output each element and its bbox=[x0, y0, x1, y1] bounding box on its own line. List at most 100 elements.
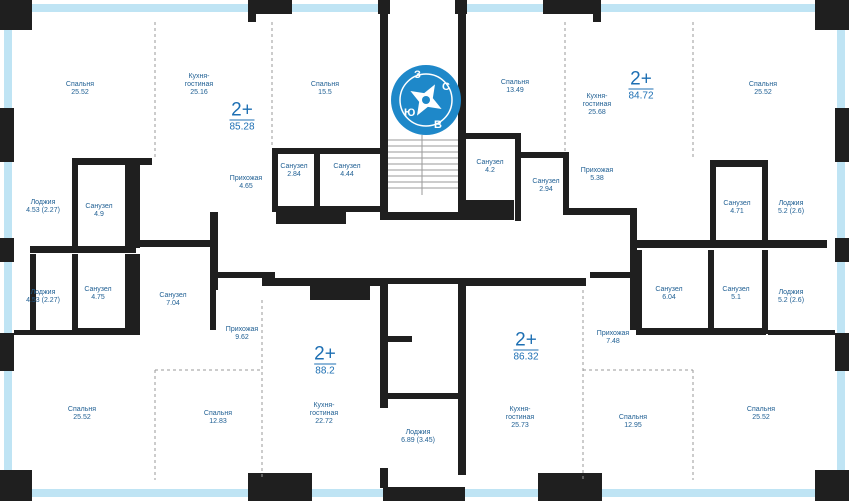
room-area: 4.53 (2.27) bbox=[26, 297, 60, 304]
room-area: 4.2 bbox=[485, 167, 495, 174]
compass-rose-icon: С Ю В З bbox=[391, 65, 461, 135]
apartment-area: 84.72 bbox=[628, 88, 654, 102]
partitions bbox=[154, 22, 694, 480]
room-name: Лоджия bbox=[30, 199, 56, 206]
room-area: 2.84 bbox=[287, 171, 301, 178]
room-name: Спальня bbox=[500, 79, 530, 86]
room-area: 25.52 bbox=[754, 89, 772, 96]
apartment-badge[interactable]: 2+ 86.32 bbox=[513, 329, 539, 364]
apartment-badge[interactable]: 2+ 88.2 bbox=[314, 345, 336, 378]
room-area: 7.48 bbox=[606, 338, 620, 345]
apartment-area: 85.28 bbox=[229, 119, 255, 133]
room-name: Прихожая bbox=[225, 326, 259, 333]
room-area: 13.49 bbox=[506, 87, 524, 94]
room-area: 25.16 bbox=[190, 89, 208, 96]
room-area: 4.9 bbox=[94, 211, 104, 218]
room-name: Спальня bbox=[748, 81, 778, 88]
room-name: Санузел bbox=[280, 163, 308, 170]
room-area: 4.65 bbox=[239, 183, 253, 190]
room-area: 5.38 bbox=[590, 175, 604, 182]
room-name: Спальня bbox=[65, 81, 95, 88]
room-area: 4.71 bbox=[730, 208, 744, 215]
compass-east: В bbox=[434, 119, 442, 131]
room-name: Спальня bbox=[203, 410, 233, 417]
room-name: Санузел bbox=[333, 163, 361, 170]
room-name: Лоджия bbox=[778, 200, 804, 207]
room-name: Кухня- гостиная bbox=[309, 402, 339, 417]
room-area: 4.53 (2.27) bbox=[26, 207, 60, 214]
room-name: Санузел bbox=[476, 159, 504, 166]
room-area: 15.5 bbox=[318, 89, 332, 96]
apartment-type: 2+ bbox=[231, 99, 253, 121]
room-name: Спальня bbox=[67, 406, 97, 413]
room-area: 7.04 bbox=[166, 300, 180, 307]
room-name: Прихожая bbox=[229, 175, 263, 182]
room-area: 25.52 bbox=[71, 89, 89, 96]
room-name: Кухня- гостиная bbox=[184, 73, 214, 88]
room-area: 9.62 bbox=[235, 334, 249, 341]
room-name: Санузел bbox=[84, 286, 112, 293]
room-area: 4.75 bbox=[91, 294, 105, 301]
room-area: 25.52 bbox=[752, 414, 770, 421]
room-name: Спальня bbox=[746, 406, 776, 413]
room-area: 25.68 bbox=[588, 109, 606, 116]
room-area: 5.1 bbox=[731, 294, 741, 301]
window-glazing bbox=[4, 4, 845, 497]
room-area: 5.2 (2.6) bbox=[777, 297, 805, 304]
apartment-badge[interactable]: 2+ 84.72 bbox=[628, 68, 654, 103]
apartment-type: 2+ bbox=[515, 329, 537, 351]
room-name: Спальня bbox=[310, 81, 340, 88]
room-area: 25.52 bbox=[73, 414, 91, 421]
stairs bbox=[388, 135, 458, 195]
room-area: 25.73 bbox=[511, 422, 529, 429]
room-name: Санузел bbox=[532, 178, 560, 185]
room-name: Санузел bbox=[85, 203, 113, 210]
room-area: 12.95 bbox=[624, 422, 642, 429]
compass-south: Ю bbox=[404, 107, 415, 119]
room-name: Санузел bbox=[723, 200, 751, 207]
room-area: 22.72 bbox=[315, 418, 333, 425]
compass-north: С bbox=[442, 81, 450, 93]
apartment-badge[interactable]: 2+ 85.28 bbox=[229, 99, 255, 134]
room-name: Лоджия bbox=[405, 429, 431, 436]
room-name: Кухня- гостиная bbox=[582, 93, 612, 108]
room-area: 6.89 (3.45) bbox=[401, 437, 435, 444]
room-area: 12.83 bbox=[209, 418, 227, 425]
room-area: 5.2 (2.6) bbox=[777, 208, 805, 215]
apartment-type: 2+ bbox=[630, 68, 652, 90]
room-name: Санузел bbox=[655, 286, 683, 293]
room-name: Кухня- гостиная bbox=[505, 406, 535, 421]
room-name: Лоджия bbox=[30, 289, 56, 296]
room-area: 6.04 bbox=[662, 294, 676, 301]
room-name: Спальня bbox=[618, 414, 648, 421]
room-name: Санузел bbox=[722, 286, 750, 293]
